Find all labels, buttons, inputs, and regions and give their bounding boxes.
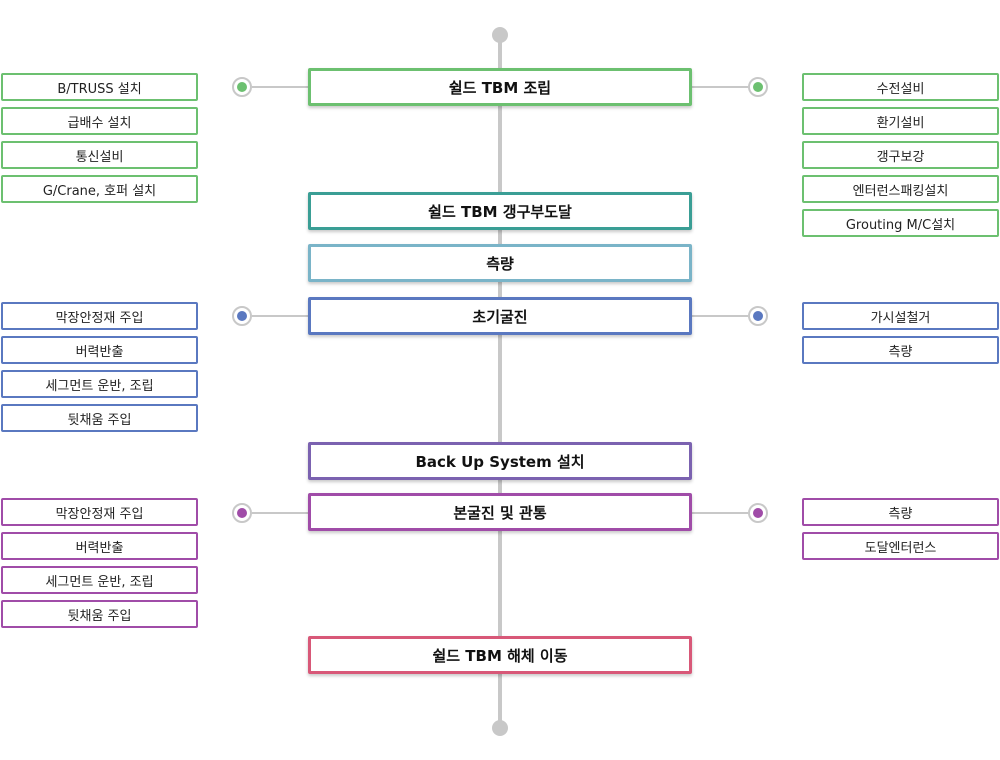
assembly-right-item: 갱구보강	[802, 141, 999, 169]
connector-right-main	[692, 512, 748, 514]
initial-right-item: 가시설철거	[802, 302, 999, 330]
stage-main-excavation-breakthrough: 본굴진 및 관통	[308, 493, 692, 531]
assembly-left-item: G/Crane, 호퍼 설치	[1, 175, 198, 203]
connector-right-assembly	[692, 86, 748, 88]
connector-left-main	[252, 512, 308, 514]
initial-right-item: 측량	[802, 336, 999, 364]
node-dot-left-assembly	[232, 77, 252, 97]
initial-left-item: 뒷채움 주입	[1, 404, 198, 432]
assembly-right-item: 수전설비	[802, 73, 999, 101]
spine-start-dot	[492, 27, 508, 43]
stage-shield-tbm-assembly: 쉴드 TBM 조립	[308, 68, 692, 106]
stage-portal-arrival: 쉴드 TBM 갱구부도달	[308, 192, 692, 230]
node-dot-right-initial	[748, 306, 768, 326]
main-left-item: 막장안정재 주입	[1, 498, 198, 526]
assembly-right-item: 환기설비	[802, 107, 999, 135]
connector-right-initial	[692, 315, 748, 317]
main-right-item: 도달엔터런스	[802, 532, 999, 560]
process-spine-line	[498, 35, 502, 728]
connector-left-assembly	[252, 86, 308, 88]
assembly-left-item: 급배수 설치	[1, 107, 198, 135]
stage-shield-tbm-dismantle-move: 쉴드 TBM 해체 이동	[308, 636, 692, 674]
assembly-left-item: B/TRUSS 설치	[1, 73, 198, 101]
connector-left-initial	[252, 315, 308, 317]
initial-left-item: 버력반출	[1, 336, 198, 364]
stage-backup-system-install: Back Up System 설치	[308, 442, 692, 480]
spine-end-dot	[492, 720, 508, 736]
stage-survey: 측량	[308, 244, 692, 282]
node-dot-left-main	[232, 503, 252, 523]
main-left-item: 뒷채움 주입	[1, 600, 198, 628]
assembly-right-item: Grouting M/C설치	[802, 209, 999, 237]
assembly-left-item: 통신설비	[1, 141, 198, 169]
main-left-item: 버력반출	[1, 532, 198, 560]
initial-left-item: 세그먼트 운반, 조립	[1, 370, 198, 398]
stage-initial-excavation: 초기굴진	[308, 297, 692, 335]
assembly-right-item: 엔터런스패킹설치	[802, 175, 999, 203]
node-dot-right-main	[748, 503, 768, 523]
node-dot-right-assembly	[748, 77, 768, 97]
initial-left-item: 막장안정재 주입	[1, 302, 198, 330]
main-right-item: 측량	[802, 498, 999, 526]
node-dot-left-initial	[232, 306, 252, 326]
main-left-item: 세그먼트 운반, 조립	[1, 566, 198, 594]
